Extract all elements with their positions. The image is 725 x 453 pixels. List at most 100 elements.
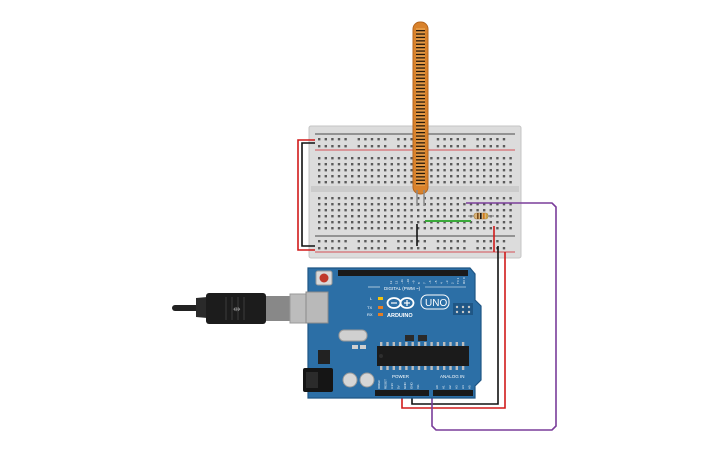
breadboard-hole[interactable] <box>397 209 400 212</box>
breadboard-hole[interactable] <box>318 247 321 250</box>
breadboard-hole[interactable] <box>364 157 367 160</box>
breadboard-hole[interactable] <box>410 221 413 224</box>
breadboard-hole[interactable] <box>403 203 407 206</box>
breadboard-hole[interactable] <box>397 197 400 200</box>
breadboard-hole[interactable] <box>357 169 360 172</box>
breadboard-hole[interactable] <box>423 215 426 218</box>
breadboard-hole[interactable] <box>364 181 367 184</box>
breadboard-hole[interactable] <box>344 240 347 243</box>
breadboard-hole[interactable] <box>496 138 499 141</box>
breadboard-hole[interactable] <box>397 157 400 160</box>
breadboard-hole[interactable] <box>450 247 453 250</box>
breadboard-hole[interactable] <box>450 175 453 178</box>
breadboard-hole[interactable] <box>436 175 440 178</box>
breadboard-hole[interactable] <box>463 197 466 200</box>
breadboard-hole[interactable] <box>489 247 492 250</box>
breadboard-hole[interactable] <box>509 181 512 184</box>
breadboard-hole[interactable] <box>489 157 492 160</box>
breadboard-hole[interactable] <box>489 221 492 224</box>
breadboard-hole[interactable] <box>483 221 486 224</box>
breadboard-hole[interactable] <box>357 138 360 141</box>
breadboard-hole[interactable] <box>502 221 506 224</box>
breadboard-hole[interactable] <box>344 209 347 212</box>
breadboard-hole[interactable] <box>502 209 506 212</box>
digital-header[interactable] <box>338 270 468 276</box>
breadboard-hole[interactable] <box>344 203 347 206</box>
breadboard-hole[interactable] <box>443 215 446 218</box>
breadboard-hole[interactable] <box>377 197 380 200</box>
breadboard-hole[interactable] <box>463 215 466 218</box>
breadboard-hole[interactable] <box>403 157 407 160</box>
breadboard-hole[interactable] <box>496 209 499 212</box>
breadboard-hole[interactable] <box>430 221 433 224</box>
breadboard-hole[interactable] <box>417 247 420 250</box>
breadboard-hole[interactable] <box>390 157 393 160</box>
breadboard-hole[interactable] <box>436 240 440 243</box>
breadboard-hole[interactable] <box>483 145 486 148</box>
breadboard-hole[interactable] <box>436 145 440 148</box>
breadboard-hole[interactable] <box>463 181 466 184</box>
breadboard-hole[interactable] <box>410 169 413 172</box>
breadboard-hole[interactable] <box>403 227 407 230</box>
breadboard-hole[interactable] <box>370 145 374 148</box>
breadboard-hole[interactable] <box>489 175 492 178</box>
breadboard-hole[interactable] <box>417 209 420 212</box>
breadboard-hole[interactable] <box>318 197 321 200</box>
breadboard-hole[interactable] <box>496 215 499 218</box>
breadboard-hole[interactable] <box>377 175 380 178</box>
breadboard-hole[interactable] <box>410 138 413 141</box>
breadboard-hole[interactable] <box>384 203 387 206</box>
breadboard-hole[interactable] <box>384 138 387 141</box>
breadboard-hole[interactable] <box>509 209 512 212</box>
breadboard-hole[interactable] <box>351 163 354 166</box>
breadboard-hole[interactable] <box>390 215 393 218</box>
breadboard-hole[interactable] <box>443 221 446 224</box>
breadboard-hole[interactable] <box>456 145 459 148</box>
breadboard-hole[interactable] <box>496 240 499 243</box>
breadboard-hole[interactable] <box>443 157 446 160</box>
breadboard-hole[interactable] <box>370 203 374 206</box>
breadboard-hole[interactable] <box>351 215 354 218</box>
breadboard-hole[interactable] <box>483 247 486 250</box>
breadboard-hole[interactable] <box>496 181 499 184</box>
breadboard-hole[interactable] <box>410 240 413 243</box>
breadboard-hole[interactable] <box>377 227 380 230</box>
breadboard-hole[interactable] <box>443 145 446 148</box>
breadboard-hole[interactable] <box>357 215 360 218</box>
breadboard-hole[interactable] <box>324 221 327 224</box>
breadboard-hole[interactable] <box>324 209 327 212</box>
breadboard-hole[interactable] <box>489 169 492 172</box>
breadboard-hole[interactable] <box>403 163 407 166</box>
breadboard-hole[interactable] <box>384 181 387 184</box>
breadboard-hole[interactable] <box>496 169 499 172</box>
breadboard-hole[interactable] <box>450 145 453 148</box>
breadboard-hole[interactable] <box>469 227 473 230</box>
breadboard-hole[interactable] <box>496 157 499 160</box>
breadboard-hole[interactable] <box>403 209 407 212</box>
breadboard-hole[interactable] <box>351 157 354 160</box>
resistor[interactable] <box>468 212 494 220</box>
breadboard-hole[interactable] <box>496 163 499 166</box>
breadboard-hole[interactable] <box>450 181 453 184</box>
breadboard-hole[interactable] <box>456 247 459 250</box>
breadboard-hole[interactable] <box>397 163 400 166</box>
breadboard-hole[interactable] <box>450 197 453 200</box>
breadboard-hole[interactable] <box>351 169 354 172</box>
breadboard-hole[interactable] <box>489 163 492 166</box>
breadboard-hole[interactable] <box>324 145 327 148</box>
breadboard-hole[interactable] <box>397 221 400 224</box>
breadboard-hole[interactable] <box>436 221 440 224</box>
breadboard-hole[interactable] <box>450 209 453 212</box>
breadboard-hole[interactable] <box>463 175 466 178</box>
breadboard-hole[interactable] <box>430 197 433 200</box>
breadboard-hole[interactable] <box>357 157 360 160</box>
breadboard-hole[interactable] <box>502 215 506 218</box>
breadboard-hole[interactable] <box>337 240 341 243</box>
breadboard-hole[interactable] <box>502 138 506 141</box>
breadboard-hole[interactable] <box>430 203 433 206</box>
breadboard-hole[interactable] <box>469 203 473 206</box>
breadboard-hole[interactable] <box>436 163 440 166</box>
arduino-gnd-wire[interactable] <box>411 246 499 405</box>
breadboard-hole[interactable] <box>337 221 341 224</box>
breadboard-hole[interactable] <box>430 157 433 160</box>
